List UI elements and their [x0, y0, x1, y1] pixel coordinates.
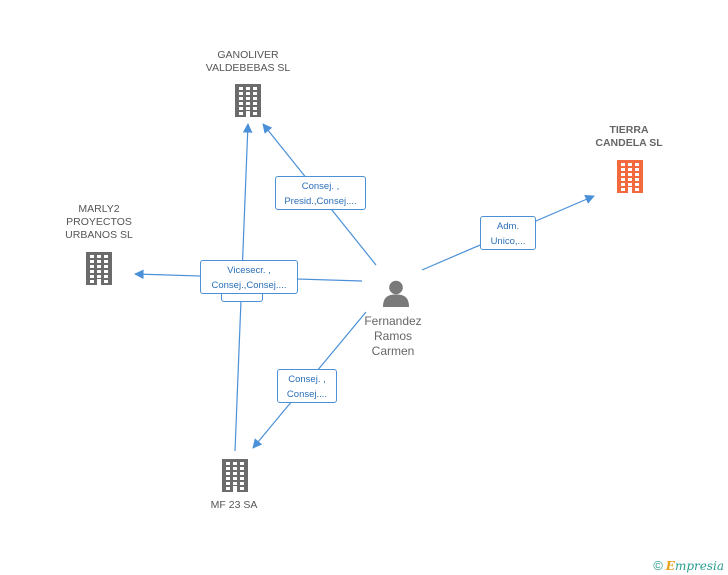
company-label-tierra[interactable]: TIERRA CANDELA SL	[595, 124, 663, 149]
person-icon[interactable]	[383, 280, 409, 307]
brand-name: mpresia	[674, 559, 724, 573]
company-label-ganoliver[interactable]: GANOLIVER VALDEBEBAS SL	[205, 49, 291, 74]
person-label[interactable]: Fernandez Ramos Carmen	[364, 314, 422, 358]
edge-label-tierra[interactable]: Adm. Unico,...	[480, 216, 536, 250]
building-icon-marly2[interactable]	[86, 252, 112, 285]
company-label-mf23[interactable]: MF 23 SA	[210, 499, 258, 511]
building-icon-ganoliver[interactable]	[235, 84, 261, 117]
edge-label-marly2[interactable]: Vicesecr. , Consej.,Consej....	[200, 260, 298, 294]
copyright-symbol: ©	[653, 558, 663, 573]
building-icon-tierra[interactable]	[617, 160, 643, 193]
footer-brand[interactable]: ©Empresia	[653, 558, 724, 573]
brand-logo-letter: E	[665, 559, 675, 573]
company-label-marly2[interactable]: MARLY2 PROYECTOS URBANOS SL	[65, 203, 133, 241]
edge-label-ganoliver[interactable]: Consej. , Presid.,Consej....	[275, 176, 366, 210]
edge-label-mf23[interactable]: Consej. , Consej....	[277, 369, 337, 403]
building-icon-mf23[interactable]	[222, 459, 248, 492]
